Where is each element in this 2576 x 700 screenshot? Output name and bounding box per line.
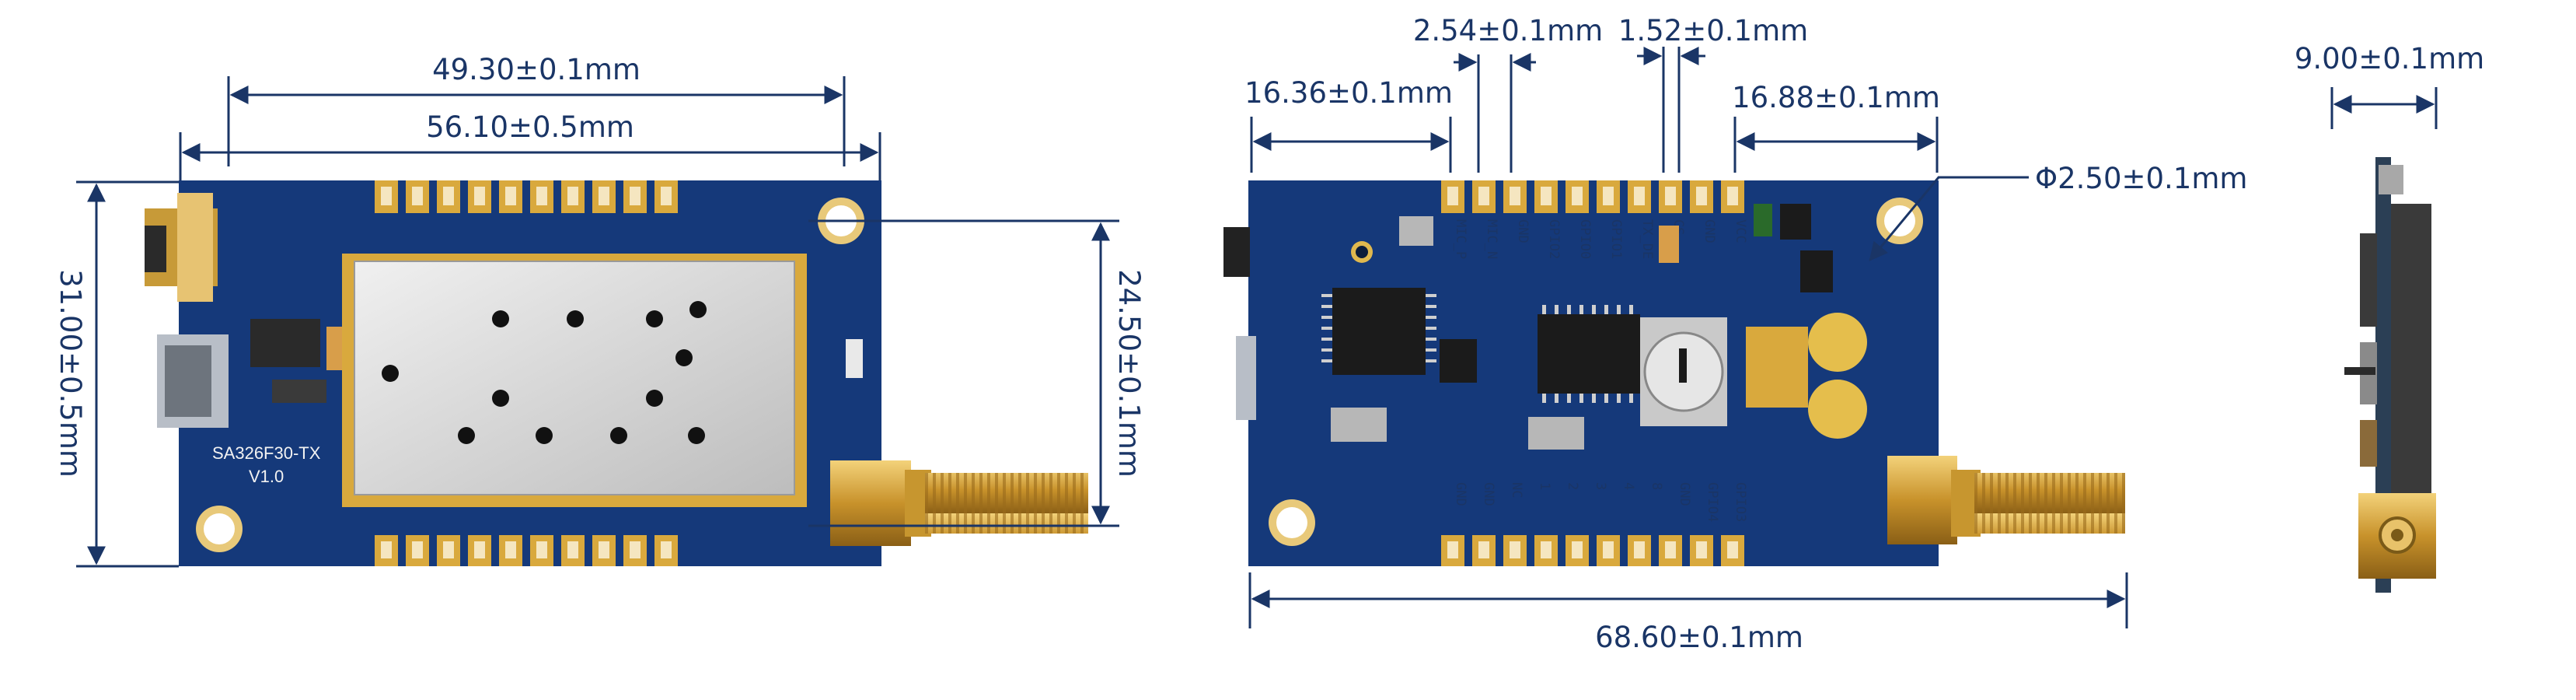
pin-label: 3 (1593, 482, 1608, 490)
module-height-label: 24.50±0.1mm (1112, 269, 1146, 478)
audio-jack (145, 193, 218, 302)
top-pin-labels: MIC_PMIC_NGNDGPIO2GPIO0GPIO1TX_DECSGNDVC… (1453, 219, 1748, 259)
ic-chip (1538, 305, 1640, 403)
pin-label: GND (1677, 482, 1692, 506)
sma-connector (1887, 456, 2125, 544)
pin-label: GPIO0 (1577, 219, 1593, 259)
board-label: SA326F30-TX (212, 443, 321, 463)
bottom-view-mounting-hole (1269, 499, 1315, 546)
ic-chip (1321, 288, 1436, 375)
side-board (2375, 157, 2391, 593)
small-components (250, 319, 863, 403)
pin-label: GND (1702, 219, 1717, 243)
usb-edge (1236, 336, 1256, 420)
rotary-switch (1640, 317, 1727, 426)
top-view-mounting-hole (196, 506, 243, 552)
side-view: 9.00±0.1mm (2295, 42, 2484, 593)
board-width-label: 56.10±0.5mm (426, 110, 634, 144)
micro-usb-port (157, 334, 229, 428)
pitch-label: 2.54±0.1mm (1413, 14, 1603, 47)
pin-label: NC (1509, 482, 1524, 498)
pin-label: MIC_N (1484, 219, 1499, 259)
version-label: V1.0 (249, 467, 284, 486)
crystal (1528, 417, 1584, 450)
hole-diameter-label: Φ2.50±0.1mm (2035, 162, 2247, 195)
board-height-label: 31.00±0.5mm (54, 269, 87, 478)
bottom-view-upper-pads (1441, 180, 1744, 213)
side-sma-connector (2358, 493, 2436, 579)
thickness-label: 9.00±0.1mm (2295, 42, 2484, 75)
pin-label: GPIO2 (1546, 219, 1562, 259)
rf-module (342, 254, 807, 507)
sma-connector (830, 460, 1088, 546)
pin-label: 2 (1565, 482, 1580, 490)
pin-label: GPIO1 (1608, 219, 1624, 259)
buzzer-pads (1746, 313, 1867, 439)
pin-label: GND (1515, 219, 1531, 243)
top-view-lower-pads (375, 535, 678, 566)
shield-holes (382, 301, 707, 444)
pin-label: 4 (1621, 482, 1636, 490)
bottom-view-lower-pads (1441, 535, 1744, 566)
small-ic (1440, 339, 1477, 383)
right-offset-label: 16.88±0.1mm (1732, 81, 1940, 114)
module-width-label: 49.30±0.1mm (432, 53, 641, 86)
top-view: SA326F30-TX V1.0 49.30±0.1mm 56.10±0.5mm… (54, 53, 1146, 568)
pin-label: TX_DE (1639, 219, 1655, 259)
pin-label: 1 (1537, 482, 1552, 490)
hole-leader-line (1869, 176, 2029, 261)
total-length-label: 68.60±0.1mm (1595, 621, 1803, 654)
crystal (1331, 408, 1387, 442)
pin-label: GPIO3 (1733, 482, 1748, 522)
small-components (1399, 204, 1833, 292)
top-view-upper-pads (375, 180, 678, 213)
pin-label: GND (1453, 482, 1468, 506)
audio-jack-edge (1223, 227, 1250, 277)
pin-label: GPIO4 (1705, 482, 1720, 522)
pin-label: 8 (1649, 482, 1664, 490)
rf-shield-can (354, 261, 795, 495)
pad-width-label: 1.52±0.1mm (1618, 14, 1808, 47)
bottom-view: MIC_PMIC_NGNDGPIO2GPIO0GPIO1TX_DECSGNDVC… (1223, 14, 2247, 654)
pin-label: VCC (1733, 219, 1748, 243)
pin-label: GND (1481, 482, 1496, 506)
bottom-pin-labels: GND GND NC 1 2 3 4 8 GND GPIO4 GPIO3 (1453, 482, 1748, 522)
left-offset-label: 16.36±0.1mm (1244, 76, 1453, 110)
pin-label: MIC_P (1453, 219, 1468, 259)
